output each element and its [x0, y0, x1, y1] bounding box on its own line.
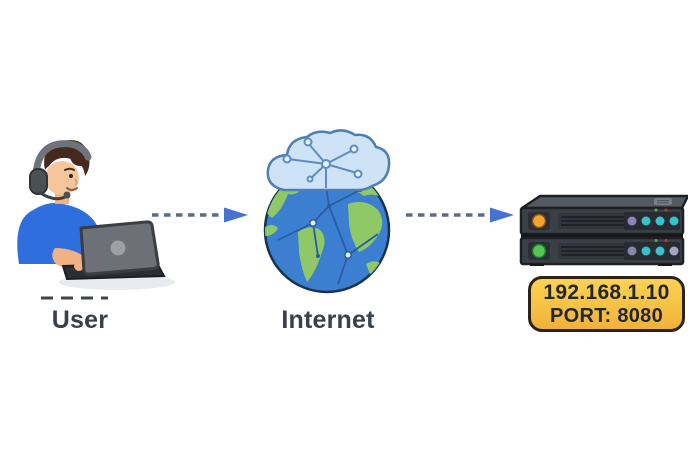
indicator-dot-teal [641, 216, 651, 226]
indicator-dot-teal [655, 216, 665, 226]
server-logo-icon [654, 198, 672, 205]
server-led-green [531, 243, 547, 259]
globe-network-node [316, 254, 320, 258]
indicator-dot-purple [627, 246, 637, 256]
user-nose [74, 178, 78, 186]
user-label: User [51, 306, 109, 334]
server-foot [530, 264, 544, 266]
mini-led-red [664, 208, 668, 212]
indicator-dot-lavender [669, 246, 679, 256]
indicator-panel [624, 212, 680, 230]
mini-led-red [664, 239, 668, 242]
arrow-head-icon [490, 207, 514, 223]
mini-led-green [654, 239, 658, 242]
indicator-dot-purple [627, 216, 637, 226]
cloud-node [353, 169, 363, 179]
globe-network-node [344, 251, 352, 259]
arrow-user-to-internet [152, 207, 248, 223]
laptop-logo-icon [110, 240, 126, 256]
indicator-dot-teal [669, 216, 679, 226]
indicator-dot-teal [655, 246, 665, 256]
arrow-internet-to-server [406, 207, 514, 223]
cloud-node [282, 154, 292, 164]
server-gap [521, 234, 683, 238]
cloud-node [306, 175, 314, 183]
user-smile [66, 187, 78, 191]
internet-illustration [263, 129, 391, 294]
headset-earcup-icon [29, 168, 48, 195]
user-illustration [17, 140, 175, 300]
user-hand [74, 261, 84, 271]
globe-network-node [326, 203, 332, 209]
server-port-text: PORT: 8080 [549, 305, 664, 328]
indicator-panel [624, 242, 680, 260]
headset-mic-tip [63, 191, 71, 199]
indicator-dot-teal [641, 246, 651, 256]
arrow-head-icon [224, 207, 248, 223]
server-led-orange [531, 213, 547, 229]
internet-label: Internet [281, 306, 375, 334]
cloud-hub-node [321, 159, 331, 169]
cloud-node [349, 144, 359, 154]
server-ip-text: 192.168.1.10 [543, 280, 670, 304]
headset-band-icon [32, 140, 92, 178]
user-eye [69, 174, 73, 178]
server-address-badge: 192.168.1.10 PORT: 8080 [528, 276, 685, 332]
server-foot [658, 264, 672, 266]
server-illustration [519, 194, 688, 266]
cloud-node [303, 137, 313, 147]
globe-network-node [309, 219, 317, 227]
mini-led-green [654, 208, 658, 212]
user-eyebrow [64, 167, 75, 171]
